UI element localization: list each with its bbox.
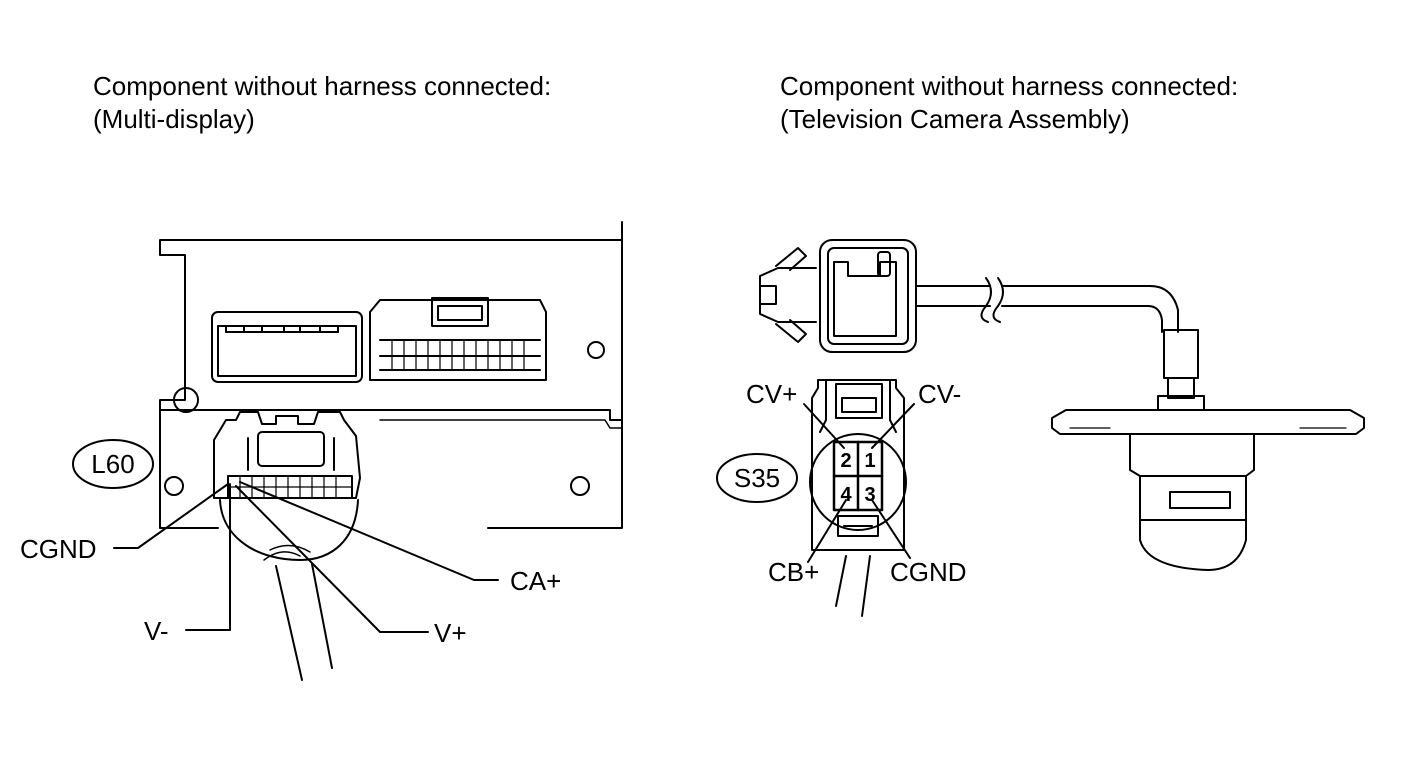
pin-2: 2 <box>840 450 851 472</box>
pin-4: 4 <box>840 484 852 506</box>
left-title: Component without harness connected: (Mu… <box>93 70 551 136</box>
terminal-v-minus: V- <box>144 616 169 646</box>
s35-label: S35 <box>734 463 780 493</box>
left-leader-lines <box>113 481 499 633</box>
multi-display-unit <box>159 221 623 529</box>
right-title-line2: (Television Camera Assembly) <box>780 104 1130 134</box>
left-title-line2: (Multi-display) <box>93 104 255 134</box>
l60-label: L60 <box>91 449 134 479</box>
camera-connector-top <box>759 239 1179 353</box>
l60-badge <box>72 439 154 489</box>
terminal-cv-minus: CV- <box>918 379 961 409</box>
terminal-cgnd-left: CGND <box>20 534 97 564</box>
left-title-line1: Component without harness connected: <box>93 71 552 101</box>
l60-connector <box>213 411 361 681</box>
terminal-v-plus: V+ <box>434 618 467 648</box>
terminal-cgnd-right: CGND <box>890 557 967 587</box>
s35-badge <box>716 453 798 503</box>
pin-1: 1 <box>864 450 875 472</box>
right-title-line1: Component without harness connected: <box>780 71 1239 101</box>
right-leader-lines <box>803 403 915 563</box>
terminal-ca-plus: CA+ <box>510 566 561 596</box>
s35-connector <box>809 379 907 617</box>
right-title: Component without harness connected: (Te… <box>780 70 1238 136</box>
pin-3: 3 <box>864 484 875 506</box>
terminal-cb-plus: CB+ <box>768 557 819 587</box>
camera-body <box>1051 329 1365 571</box>
terminal-cv-plus: CV+ <box>746 379 797 409</box>
